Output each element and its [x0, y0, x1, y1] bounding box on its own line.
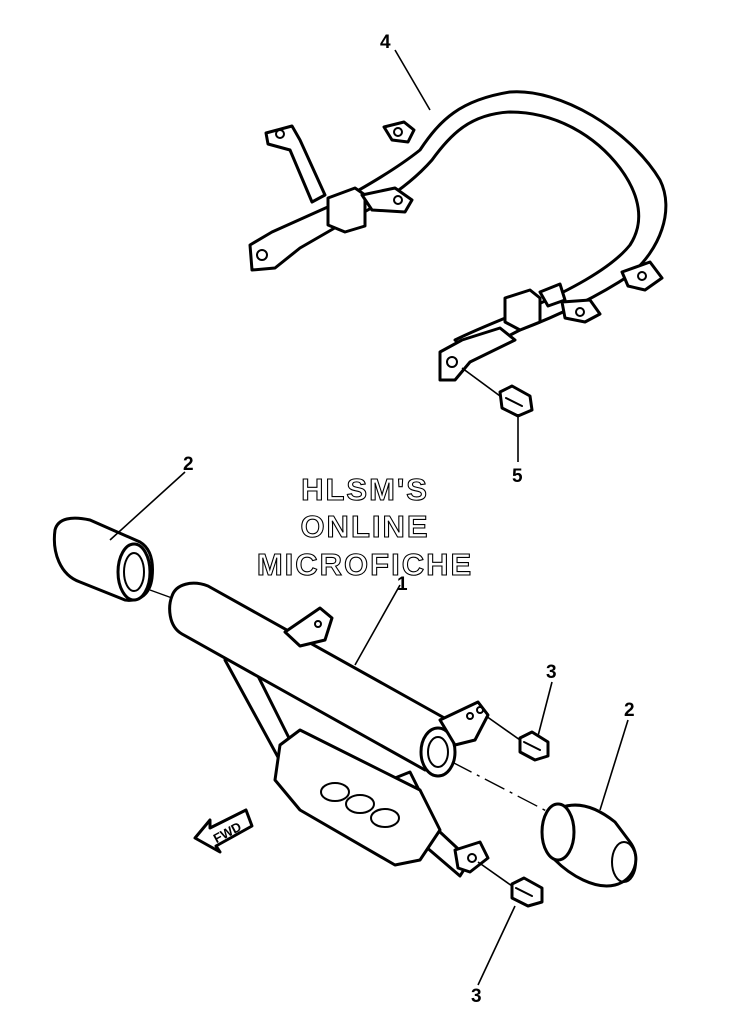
centerline-left — [149, 589, 173, 599]
end-cap-right — [540, 802, 638, 888]
leader-4 — [394, 49, 431, 111]
centerline-right — [451, 761, 561, 819]
callout-2-right: 2 — [624, 700, 635, 721]
leader-2-left — [109, 471, 186, 541]
watermark: HLSM'S ONLINE MICROFICHE — [256, 471, 473, 582]
callout-2-left: 2 — [183, 454, 194, 475]
end-cap-left — [52, 516, 154, 602]
watermark-line-2: ONLINE — [300, 509, 429, 544]
front-guard-bar — [168, 581, 490, 878]
bolt-part-5 — [461, 367, 534, 418]
callout-5: 5 — [512, 466, 523, 487]
leader-3-lower — [477, 905, 516, 986]
grab-bar-frame — [248, 90, 668, 382]
watermark-line-3: MICROFICHE — [257, 547, 473, 582]
bolt-part-3-lower — [477, 861, 544, 908]
callout-3-lower: 3 — [471, 986, 482, 1007]
callout-1: 1 — [397, 574, 408, 595]
leader-2-right — [599, 719, 629, 811]
fwd-arrow-icon: FWD — [193, 808, 254, 854]
bolt-part-3-upper — [485, 715, 550, 762]
callout-3-upper: 3 — [546, 662, 557, 683]
fwd-label: FWD — [211, 819, 244, 846]
leader-1 — [354, 584, 401, 666]
leader-3-upper — [537, 681, 553, 737]
watermark-line-1: HLSM'S — [301, 472, 429, 507]
callout-4: 4 — [380, 32, 391, 53]
